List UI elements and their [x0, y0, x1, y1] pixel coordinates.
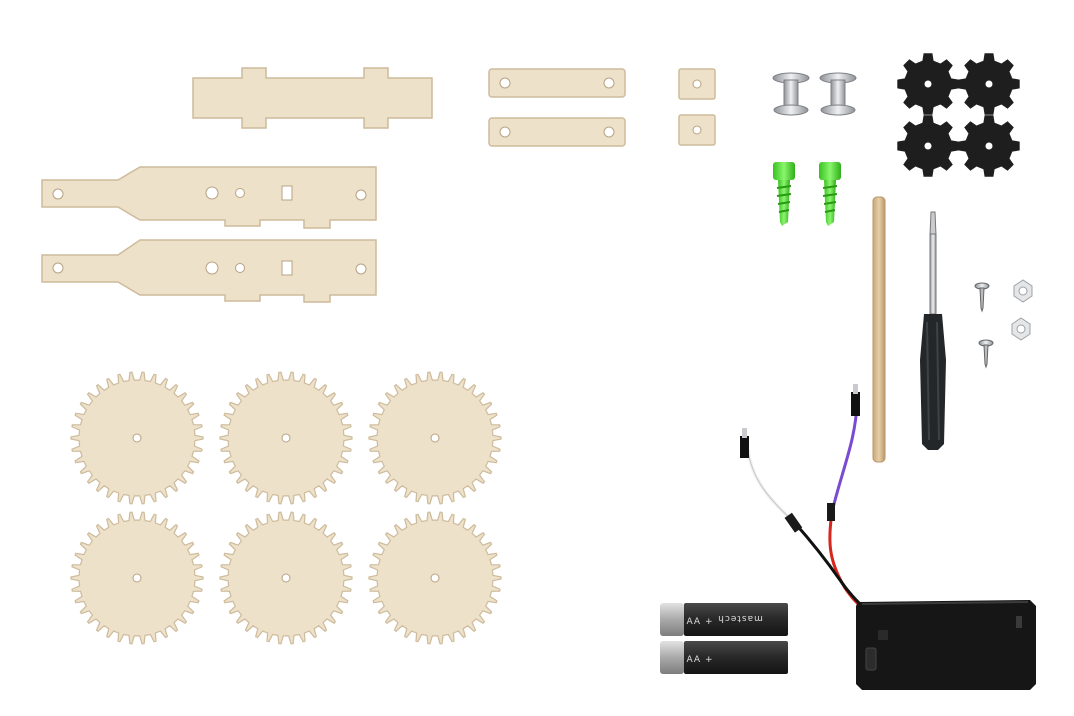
wooden-block — [678, 114, 716, 146]
wooden-dowel — [872, 196, 886, 463]
jumper-connector-white — [740, 436, 749, 458]
screwdriver — [920, 211, 946, 450]
wooden-gear — [368, 511, 502, 645]
wooden-gear — [70, 511, 204, 645]
wooden-gear — [219, 371, 353, 505]
battery-wires — [740, 384, 868, 612]
hex-nut — [1011, 317, 1031, 341]
rubber-wheel — [897, 53, 959, 115]
rubber-wheel — [958, 53, 1020, 115]
small-metal-screw — [978, 339, 994, 369]
rubber-wheel — [958, 115, 1020, 177]
wooden-bar — [488, 68, 626, 98]
wooden-top-beam — [192, 67, 433, 129]
wooden-bar — [488, 117, 626, 147]
frame-rail-upper — [41, 166, 377, 229]
metal-rivet — [819, 72, 857, 116]
green-plastic-screw — [773, 162, 795, 226]
battery-marking-label: AA + — [687, 655, 714, 665]
jumper-connector-purple — [851, 392, 860, 416]
battery-marking-label: AA + — [687, 617, 714, 627]
wooden-gear — [219, 511, 353, 645]
aa-battery: mastech AA + — [660, 603, 788, 636]
battery-holder-box — [856, 600, 1036, 690]
hex-nut — [1013, 279, 1033, 303]
aa-battery: AA + — [660, 641, 788, 674]
wooden-block — [678, 68, 716, 100]
green-plastic-screw — [819, 162, 841, 226]
wooden-gears-group — [70, 371, 502, 645]
rubber-wheels-group — [897, 53, 1020, 177]
small-metal-screw — [974, 282, 990, 313]
frame-rail-lower — [41, 239, 377, 303]
rubber-wheel — [897, 115, 959, 177]
wooden-gear — [368, 371, 502, 505]
wooden-gear — [70, 371, 204, 505]
metal-rivet — [772, 72, 810, 116]
battery-brand-label: mastech — [717, 613, 763, 623]
